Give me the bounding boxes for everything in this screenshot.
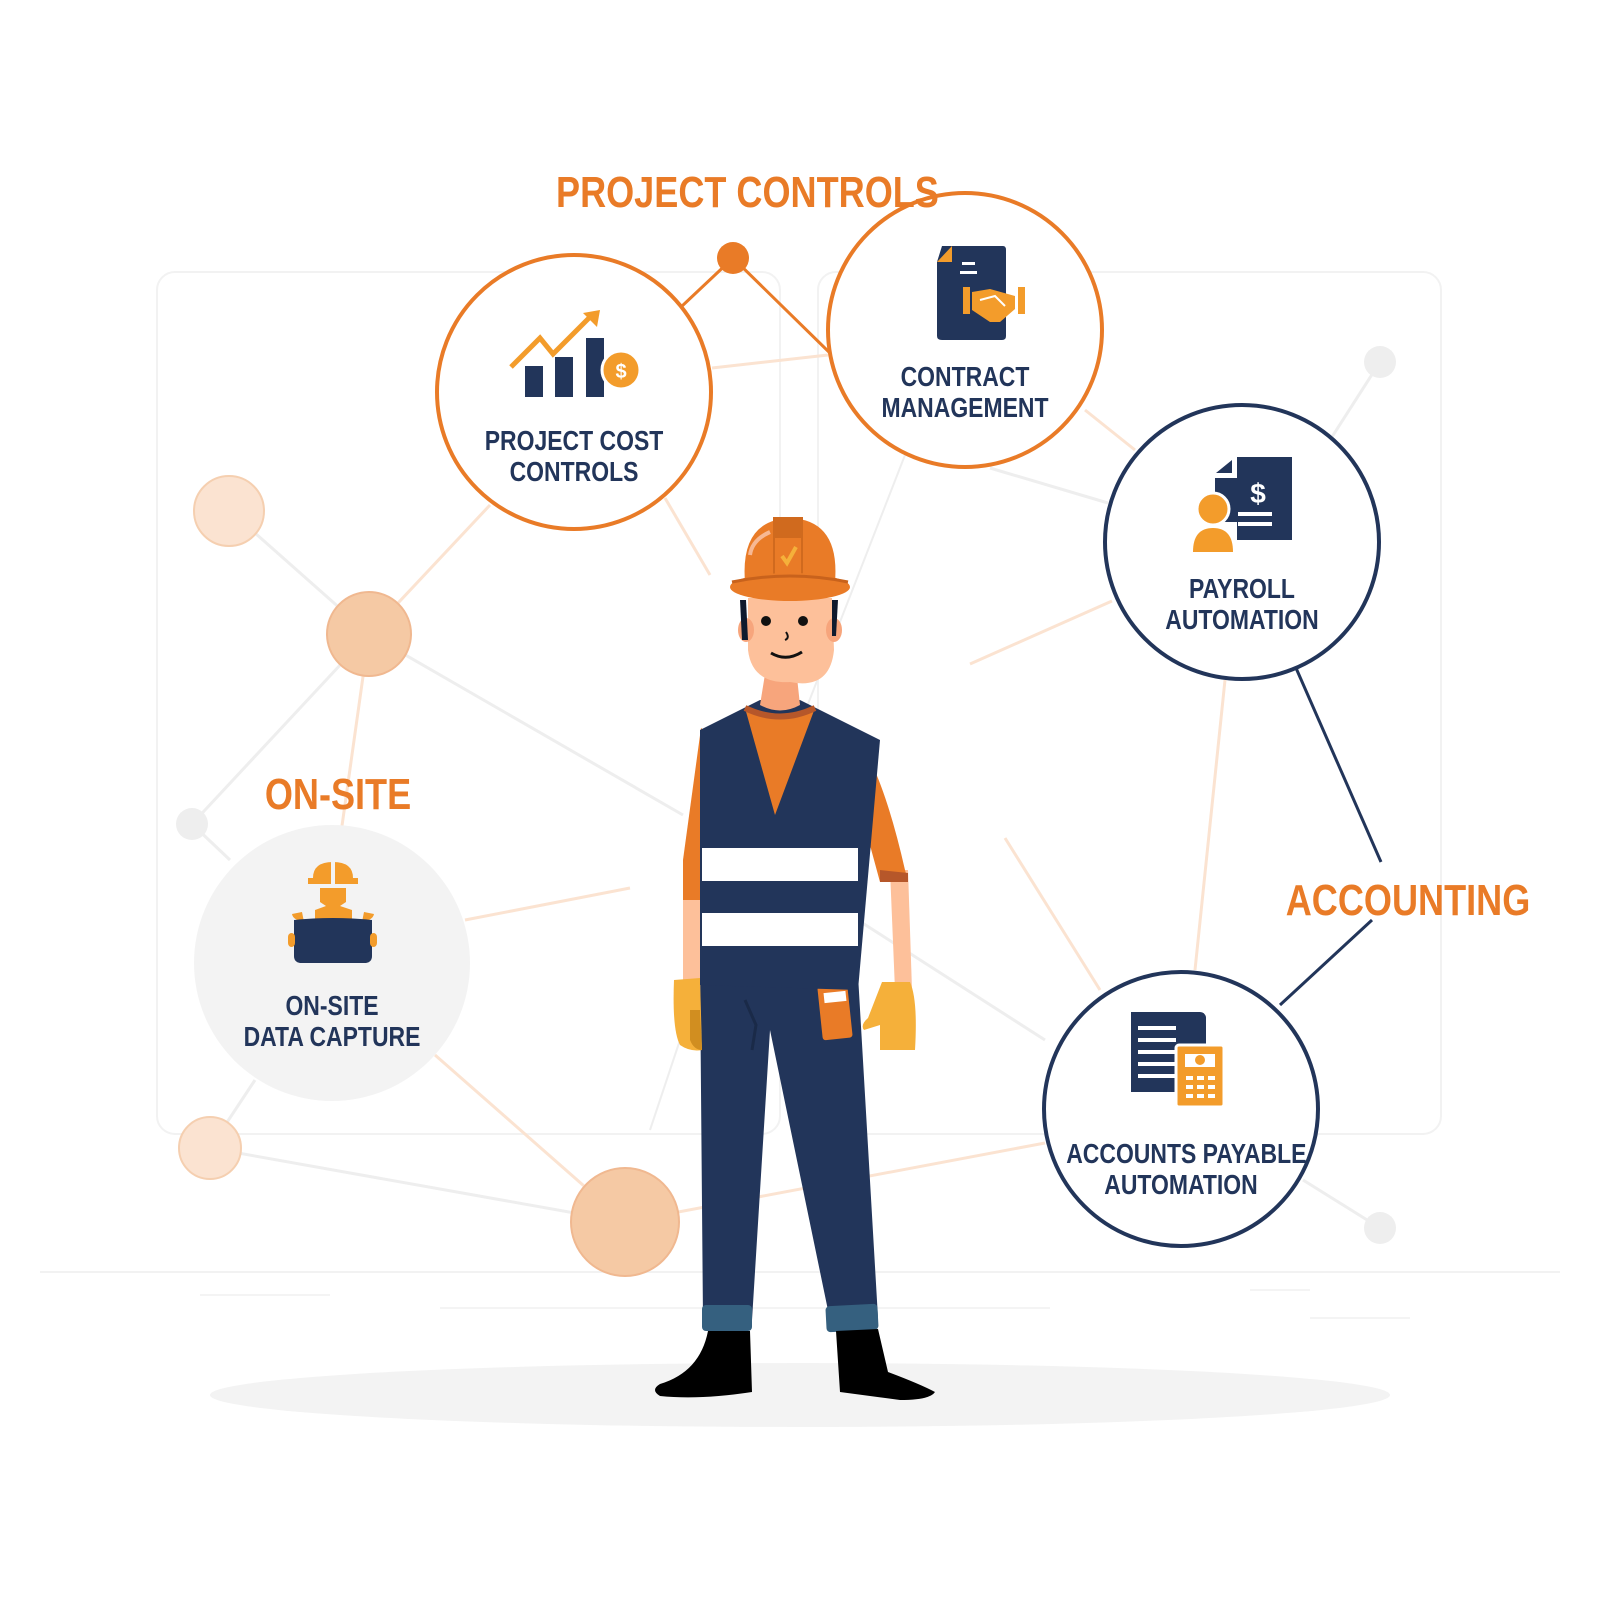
worker-blueprint-icon [288, 862, 377, 963]
node-label-line1: ON-SITE [285, 990, 379, 1021]
node-accounts-payable-automation[interactable]: ACCOUNTS PAYABLE AUTOMATION [1066, 1138, 1307, 1200]
node-label-line2: AUTOMATION [1165, 604, 1319, 635]
construction-worker-figure [655, 517, 935, 1400]
node-payroll-automation[interactable]: PAYROLL AUTOMATION [1127, 573, 1357, 635]
node-label-line1: PROJECT COST [484, 425, 664, 456]
project-controls-connector [731, 256, 834, 357]
svg-text:$: $ [1250, 478, 1266, 509]
ground-shadow [210, 1363, 1390, 1427]
node-label-line1: PAYROLL [1189, 573, 1295, 604]
growth-chart-dollar-icon: $ [509, 310, 642, 397]
node-label-line2: CONTROLS [509, 456, 639, 487]
project-controls-hub-dot [717, 242, 749, 274]
payroll-document-person-icon: $ [1193, 457, 1292, 552]
node-label-line1: CONTRACT [900, 361, 1030, 392]
node-label-line2: MANAGEMENT [881, 392, 1049, 423]
invoice-calculator-icon [1131, 1012, 1226, 1109]
node-contract-management[interactable]: CONTRACT MANAGEMENT [850, 361, 1080, 423]
network-dot [176, 808, 208, 840]
node-on-site-data-capture[interactable]: ON-SITE DATA CAPTURE [217, 990, 447, 1052]
network-dot [1364, 1212, 1396, 1244]
group-label-on-site: ON-SITE [264, 770, 412, 819]
group-label-project-controls: PROJECT CONTROLS [556, 168, 939, 217]
accounting-connector [1278, 918, 1374, 1007]
node-circle-accounts-payable [1042, 970, 1320, 1248]
node-label-line2: AUTOMATION [1104, 1169, 1258, 1200]
svg-text:$: $ [615, 361, 626, 383]
accounting-connector [1294, 667, 1383, 863]
network-dot [570, 1167, 680, 1277]
node-circle-project-cost-controls [435, 253, 713, 531]
node-circle-payroll-automation [1103, 403, 1381, 681]
contract-handshake-icon [937, 246, 1025, 340]
network-dot [178, 1116, 242, 1180]
network-dot [326, 591, 412, 677]
node-label-line2: DATA CAPTURE [243, 1021, 421, 1052]
node-project-cost-controls[interactable]: PROJECT COST CONTROLS [459, 425, 689, 487]
network-dot [193, 475, 265, 547]
node-label-line1: ACCOUNTS PAYABLE [1066, 1138, 1307, 1169]
network-dot [1364, 346, 1396, 378]
group-label-accounting: ACCOUNTING [1285, 876, 1531, 925]
